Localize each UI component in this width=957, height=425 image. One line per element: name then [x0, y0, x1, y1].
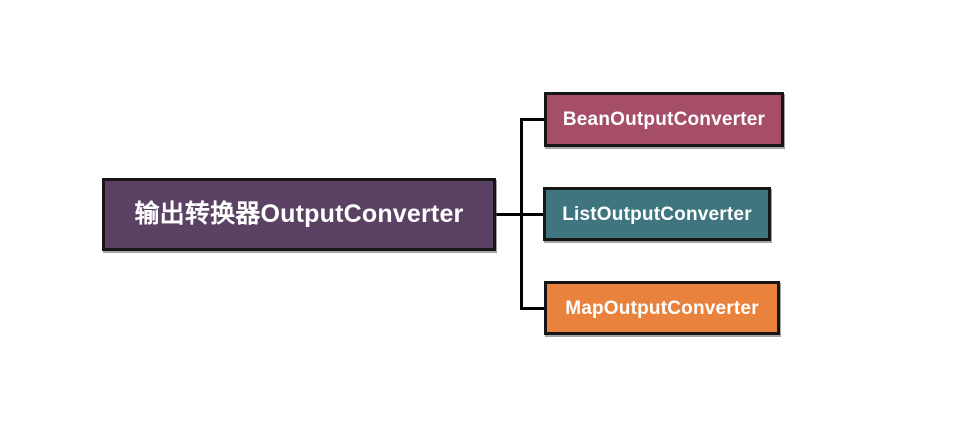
connector-root-to-trunk: [496, 213, 522, 216]
connector-branch-bean: [520, 118, 546, 121]
root-node-output-converter[interactable]: 输出转换器OutputConverter: [102, 178, 496, 251]
child-node-bean-output-converter[interactable]: BeanOutputConverter: [544, 92, 784, 147]
root-node-label: 输出转换器OutputConverter: [134, 200, 464, 228]
child-node-label: MapOutputConverter: [565, 297, 759, 319]
child-node-list-output-converter[interactable]: ListOutputConverter: [543, 187, 771, 241]
child-node-label: ListOutputConverter: [562, 203, 752, 225]
connector-branch-list: [520, 213, 545, 216]
child-node-label: BeanOutputConverter: [562, 109, 766, 130]
child-node-map-output-converter[interactable]: MapOutputConverter: [544, 281, 780, 335]
connector-branch-map: [520, 307, 546, 310]
